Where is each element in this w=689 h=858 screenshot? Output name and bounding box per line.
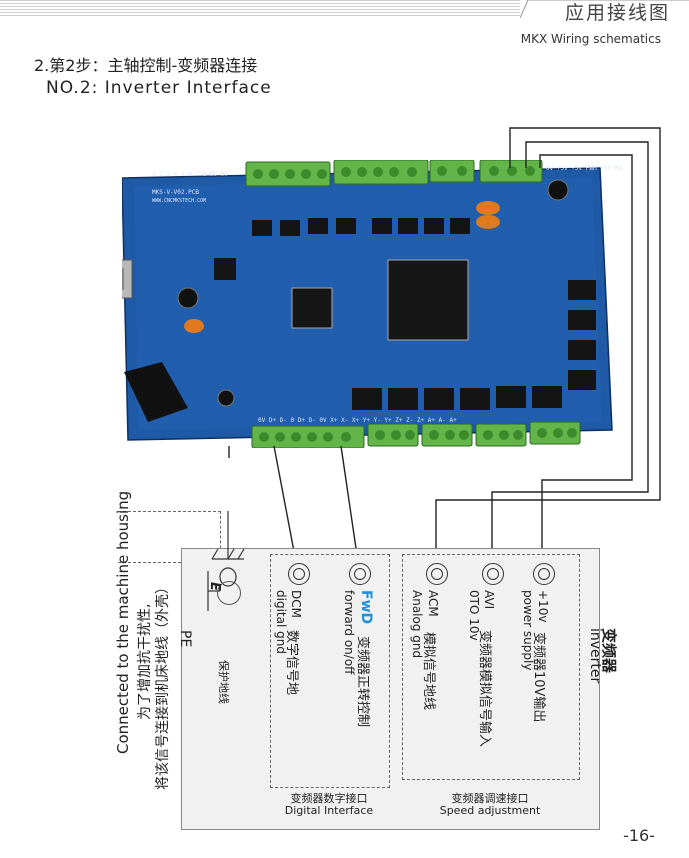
speed-adjust-cn: 变频器调速接口 <box>451 792 529 805</box>
wire-acm <box>435 127 661 562</box>
board-bottom-labels: 0V D+ D- 0 D+ D- 0V X+ X- X+ Y+ Y- Y+ Z+… <box>258 417 457 424</box>
ground-note-cn2: 将该信号连接到机床地线（外壳） <box>155 580 171 790</box>
fwd-name: FwD <box>358 590 374 625</box>
inverter-label-en: inverter <box>587 628 603 684</box>
page-subtitle: MKX Wiring schematics <box>520 32 661 46</box>
10v-name: +10v <box>536 590 550 623</box>
page-number: -16- <box>623 826 655 845</box>
pe-label: PE <box>177 630 193 648</box>
dcm-desc-cn: 数字信号地 <box>284 630 299 696</box>
acm-desc-cn: 模拟信号地线 <box>421 632 436 711</box>
avi-desc-cn: 变频器模拟信号输入 <box>477 630 492 748</box>
controller-board-image: 1 2 3 4 5 6 7 8 0V 0V MKS-V-V02.PCB WWW.… <box>122 160 622 448</box>
ground-note-cn1: 为了增加抗干扰性, <box>137 603 153 720</box>
terminal-dcm <box>288 563 310 585</box>
ground-note-en: Connected to the machine housing <box>114 490 132 754</box>
digital-interface-group <box>270 554 390 788</box>
speed-adjust-en: Speed adjustment <box>439 804 541 817</box>
board-top-labels: 1 2 3 4 5 6 7 8 0V 0V <box>152 171 228 178</box>
fwd-desc-cn: 变频器正转控制 <box>355 636 370 728</box>
pe-desc: 保护地线 <box>217 660 230 704</box>
board-url: WWW.CNCMKSTECH.COM <box>152 198 206 204</box>
terminal-acm <box>426 563 448 585</box>
dcm-name: DCM <box>289 590 303 618</box>
inverter-box <box>181 548 600 830</box>
wire-dcm <box>273 445 297 563</box>
step-title-en: NO.2: Inverter Interface <box>46 78 272 98</box>
pe-mark: E <box>207 582 222 591</box>
10v-desc-cn: 变频器10V输出 <box>531 632 546 723</box>
terminal-avi <box>482 563 504 585</box>
board-name: MKS-V-V02.PCB <box>152 189 199 196</box>
digital-interface-cn: 变频器数字接口 <box>290 792 368 805</box>
pe-ground-icon <box>217 581 241 605</box>
header-tab <box>520 0 689 18</box>
header-rule <box>0 0 520 18</box>
digital-interface-en: Digital Interface <box>284 804 374 817</box>
wire-avi <box>491 141 649 562</box>
page-title: 应用接线图 <box>564 2 670 24</box>
terminal-10v <box>533 563 555 585</box>
wire-fwd <box>340 445 359 563</box>
terminal-fwd <box>349 563 371 585</box>
fwd-desc-en: forward on/off <box>342 590 356 675</box>
avi-name: AVI <box>482 590 496 610</box>
acm-name: ACM <box>426 590 440 617</box>
wire-10v <box>539 154 633 562</box>
ground-callout-box <box>118 511 221 563</box>
board-right-labels: 0V +5V +5V PWM +5V 0V <box>546 165 622 172</box>
speed-adjust-group <box>402 554 580 780</box>
step-title-cn: 2.第2步：主轴控制-变频器连接 <box>34 56 258 75</box>
